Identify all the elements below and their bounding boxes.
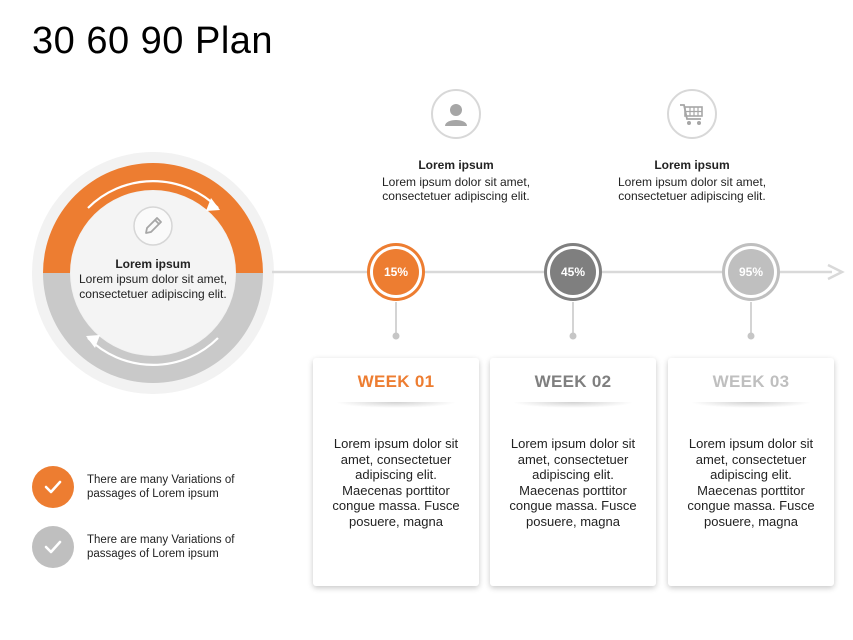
week-description: Lorem ipsum dolor sit amet, consectetuer… [509, 436, 637, 529]
legend-item-gray: There are many Variations of passages of… [32, 526, 277, 568]
arrow-top [87, 180, 219, 209]
ring-gray-half [43, 273, 263, 383]
plan-ring [32, 152, 274, 394]
milestone-45: 45% [544, 243, 602, 301]
week-card-2: WEEK 02 Lorem ipsum dolor sit amet, cons… [490, 358, 656, 586]
milestone-label: 95% [728, 249, 774, 295]
milestone-label: 45% [550, 249, 596, 295]
check-icon [32, 526, 74, 568]
page-title: 30 60 90 Plan [32, 20, 274, 62]
ring-orange-half [43, 163, 263, 273]
center-description: Lorem ipsum dolor sit amet, consectetuer… [78, 272, 228, 301]
week-description: Lorem ipsum dolor sit amet, consectetuer… [687, 436, 815, 529]
week-card-1: WEEK 01 Lorem ipsum dolor sit amet, cons… [313, 358, 479, 586]
milestone-95: 95% [722, 243, 780, 301]
note-heading: Lorem ipsum [418, 158, 494, 172]
center-heading: Lorem ipsum [115, 257, 191, 271]
timeline-arrow [827, 263, 845, 281]
note-text: Lorem ipsum dolor sit amet, consectetuer… [617, 174, 767, 204]
week-card-3: WEEK 03 Lorem ipsum dolor sit amet, cons… [668, 358, 834, 586]
shopping-cart-icon [667, 89, 717, 139]
week-description: Lorem ipsum dolor sit amet, consectetuer… [332, 436, 460, 529]
arrow-bottom [87, 337, 219, 366]
legend-item-orange: There are many Variations of passages of… [32, 466, 277, 508]
week-label: WEEK 03 [712, 372, 790, 391]
card-divider [335, 402, 457, 408]
top-note-2: Lorem ipsum Lorem ipsum dolor sit amet, … [617, 158, 767, 204]
milestone-label: 15% [373, 249, 419, 295]
center-text-block: Lorem ipsum Lorem ipsum dolor sit amet, … [78, 257, 228, 302]
week-label: WEEK 01 [357, 372, 435, 391]
note-text: Lorem ipsum dolor sit amet, consectetuer… [381, 174, 531, 204]
milestone-15: 15% [367, 243, 425, 301]
week-label: WEEK 02 [534, 372, 612, 391]
legend-text: There are many Variations of passages of… [87, 474, 235, 500]
check-icon [32, 466, 74, 508]
card-divider [690, 402, 812, 408]
legend-text: There are many Variations of passages of… [87, 534, 235, 560]
card-divider [512, 402, 634, 408]
top-note-1: Lorem ipsum Lorem ipsum dolor sit amet, … [381, 158, 531, 204]
user-icon [431, 89, 481, 139]
pencil-icon [133, 206, 173, 246]
note-heading: Lorem ipsum [654, 158, 730, 172]
